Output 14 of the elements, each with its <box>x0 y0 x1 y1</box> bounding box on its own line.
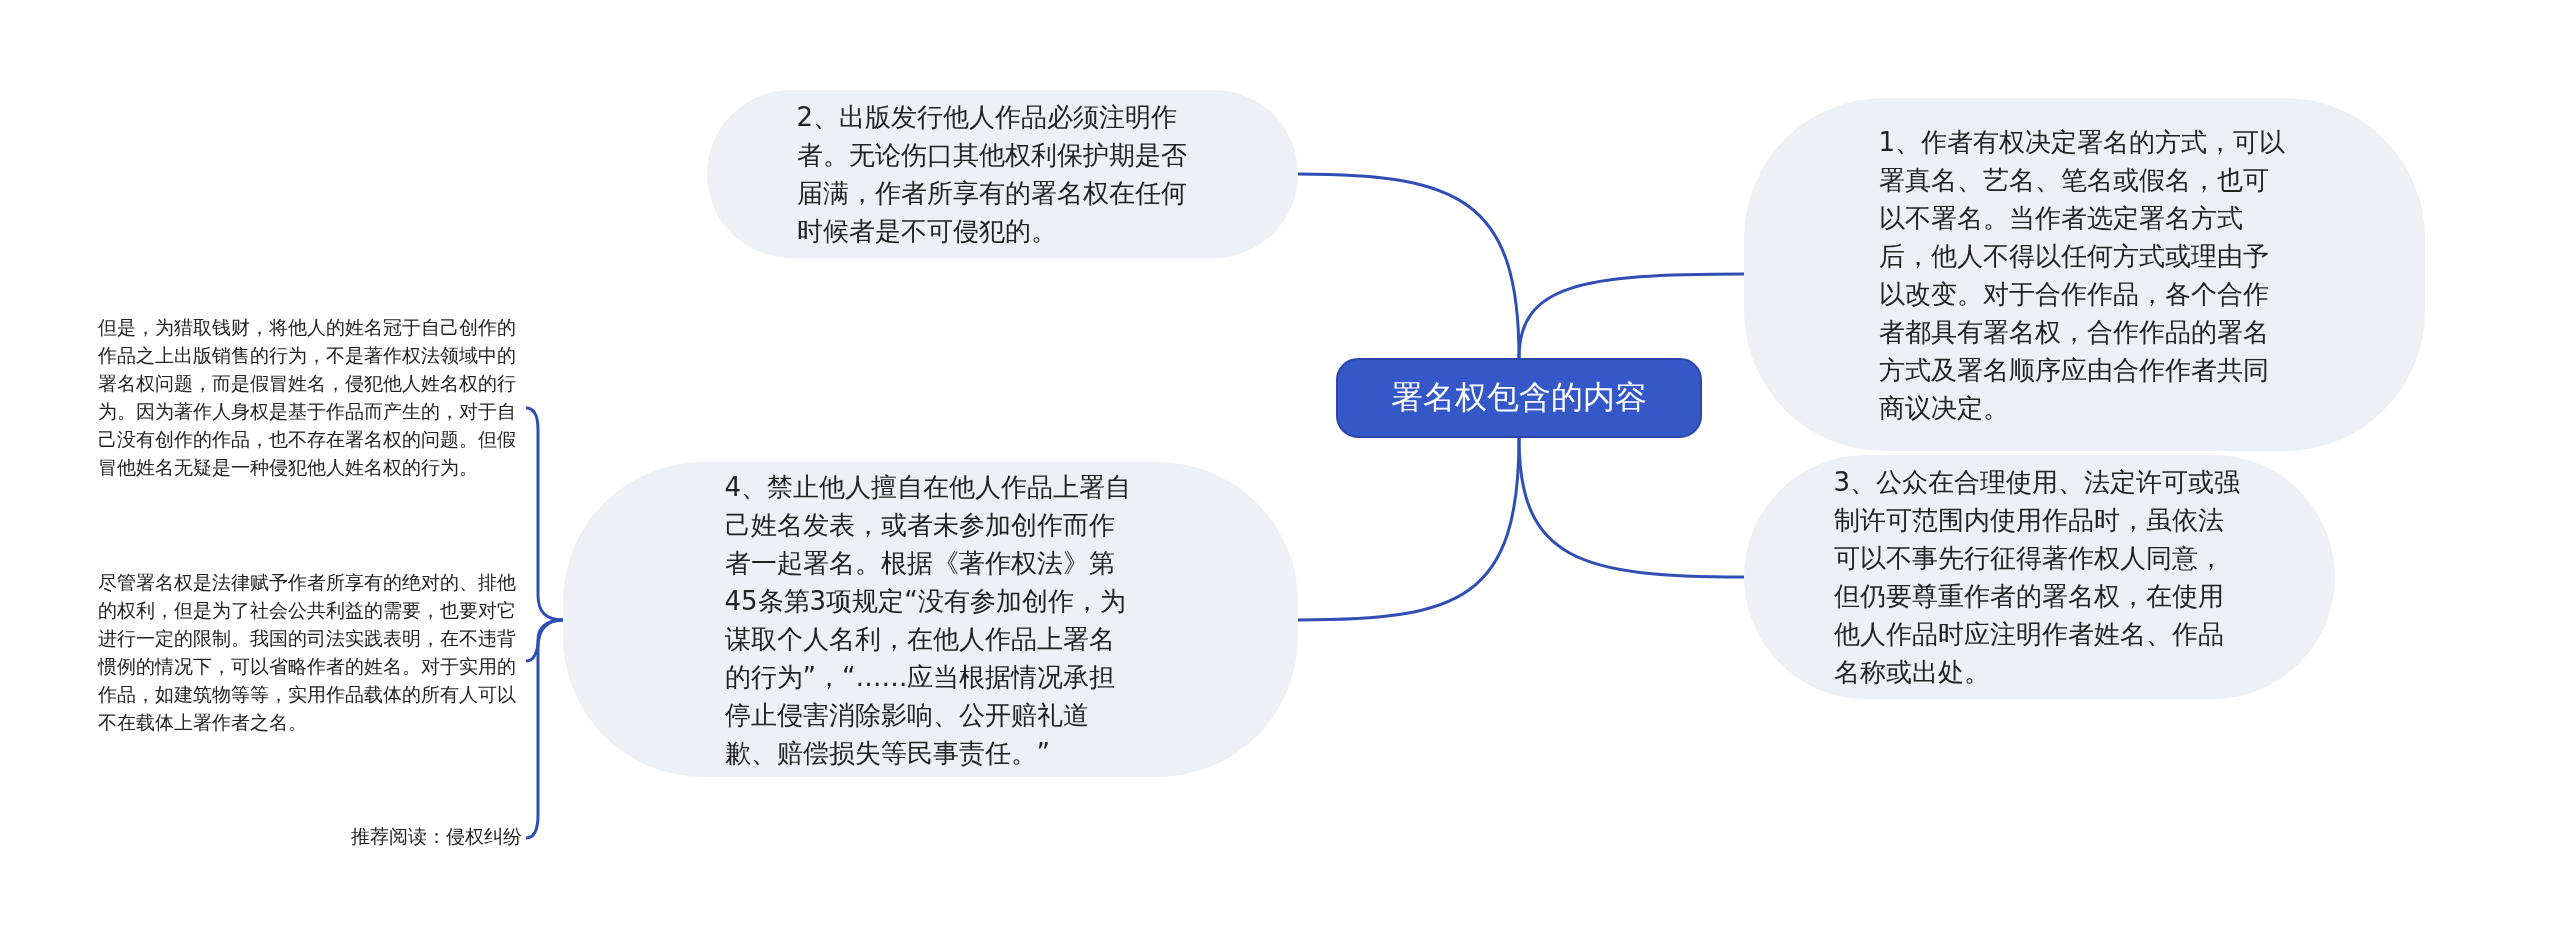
topic-pill: 2、出版发行他人作品必须注明作者。无论伤口其他权利保护期是否届满，作者所享有的署名权在任何时候者是不可侵犯的。 <box>707 90 1298 258</box>
connector-line <box>525 406 564 622</box>
topic-pill: 3、公众在合理使用、法定许可或强制许可范围内使用作品时，虽依法可以不事先行征得著作权人同意，但仍要尊重作者的署名权，在使用他人作品时应注明作者姓名、作品名称或出处。 <box>1744 455 2335 699</box>
note-text: 推荐阅读：侵权纠纷 <box>351 822 522 850</box>
connector-line <box>1517 437 1744 579</box>
connector-line <box>1517 272 1744 359</box>
note-text: 尽管署名权是法律赋予作者所享有的绝对的、排他的权利，但是为了社会公共利益的需要，也要对它进行一定的限制。我国的司法实践表明，在不违背惯例的情况下，可以省略作者的姓名。对于实用的作品，如建筑物等等，实用作品载体的所有人可以不在载体上署作者之名。 <box>98 568 522 758</box>
connector-line <box>1297 172 1521 359</box>
topic-box: 署名权包含的内容 <box>1336 358 1702 438</box>
topic-pill: 4、禁止他人擅自在他人作品上署自己姓名发表，或者未参加创作而作者一起署名。根据《著作权法》第45条第3项规定“没有参加创作，为谋取个人名利，在他人作品上署名的行为”，“……应当根据情况承担停止侵害消除影响、公开赔礼道歉、赔偿损失等民事责任。” <box>563 462 1298 777</box>
connector-line <box>525 618 564 840</box>
note-text: 但是，为猎取钱财，将他人的姓名冠于自己创作的作品之上出版销售的行为，不是著作权法领域中的署名权问题，而是假冒姓名，侵犯他人姓名权的行为。因为著作人身权是基于作品而产生的，对于自己没有创作的作品，也不存在署名权的问题。但假冒他姓名无疑是一种侵犯他人姓名权的行为。 <box>98 313 522 503</box>
topic-pill: 1、作者有权决定署名的方式，可以署真名、艺名、笔名或假名，也可以不署名。当作者选定署名方式后，他人不得以任何方式或理由予以改变。对于合作作品，各个合作者都具有署名权，合作作品的署名方式及署名顺序应由合作作者共同商议决定。 <box>1744 98 2425 451</box>
connector-line <box>1297 437 1521 622</box>
